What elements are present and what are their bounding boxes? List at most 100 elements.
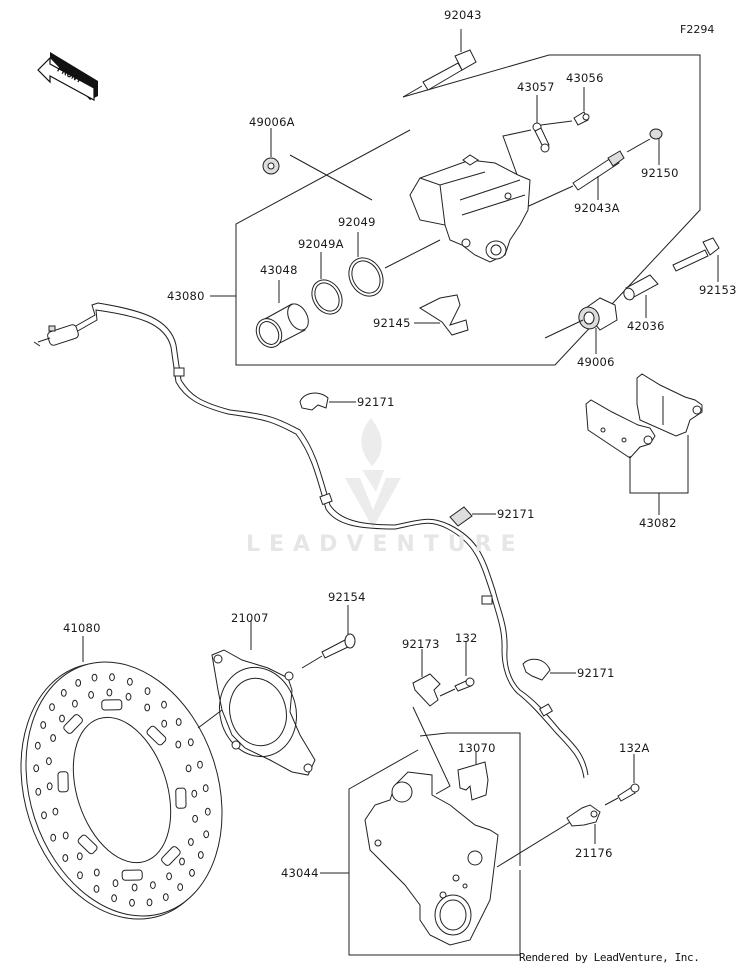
part-label-43056[interactable]: 43056 [566,71,604,85]
disc-hole [112,879,119,888]
part-label-21007[interactable]: 21007 [231,611,269,625]
disc-hole [93,885,100,893]
disc-hole [203,830,210,839]
disc-hole [46,782,53,791]
clip-92171-middle [449,506,496,527]
watermark-text: LEADVENTURE [246,532,525,557]
part-label-132A[interactable]: 132A [619,741,650,755]
disc-hole [197,760,203,769]
part-label-132[interactable]: 132 [455,631,478,645]
disc-hole [187,738,194,747]
disc-hole [189,869,195,877]
bleeder-link-43057 [502,95,573,198]
disc-hole [188,838,194,846]
caliper-body [409,154,531,263]
part-label-92049[interactable]: 92049 [338,215,376,229]
part-label-49006[interactable]: 49006 [577,355,615,369]
disc-hole [60,689,67,697]
disc-hole [77,871,83,880]
disc-hole [161,719,168,728]
disc-slot [175,787,187,809]
disc-hole [162,893,169,901]
disc-hole [175,718,182,726]
part-label-21176[interactable]: 21176 [575,846,613,860]
boot-49006A [262,128,280,175]
disc-hole [129,898,135,907]
disc-hole [111,894,117,903]
disc-hole [75,679,82,687]
pin-bolt-92043 [402,29,477,98]
caliper-bracket-outline [320,732,521,956]
disc-hole [46,757,52,766]
dust-seal-92049A [311,252,343,315]
disc-hole [144,703,151,712]
part-label-43080[interactable]: 43080 [167,289,205,303]
sensor-connector [33,324,79,347]
disc-slot [101,699,123,711]
part-label-41080[interactable]: 41080 [63,621,101,635]
disc-slot [146,725,167,746]
bolt-132 [439,641,475,697]
disc-slot [161,846,181,866]
part-label-92150[interactable]: 92150 [641,166,679,180]
disc-slot [77,834,98,855]
boot-49006 [544,297,618,354]
pad-spring-13070 [457,752,489,801]
disc-hole [40,721,47,729]
clamp-92173 [412,649,451,795]
part-label-13070[interactable]: 13070 [458,741,496,755]
caliper-bracket-43044 [364,771,581,946]
part-label-92171-upper[interactable]: 92171 [357,395,395,409]
part-label-92154[interactable]: 92154 [328,590,366,604]
disc-hole [161,700,167,709]
disc-hole [144,687,151,695]
part-label-92043A[interactable]: 92043A [574,201,620,215]
part-label-43044[interactable]: 43044 [281,866,319,880]
part-label-92043[interactable]: 92043 [444,8,482,22]
disc-hole [59,714,65,723]
disc-hole [52,807,59,816]
brake-disc-41080 [20,636,263,920]
disc-hole [76,852,83,861]
part-label-92145[interactable]: 92145 [373,316,411,330]
part-label-92171-middle[interactable]: 92171 [497,507,535,521]
disc-hole [49,703,55,711]
part-label-43048[interactable]: 43048 [260,263,298,277]
piston-43048 [255,280,309,348]
disc-hole [72,699,78,708]
pad-spring-92145 [414,294,469,336]
part-label-92049A[interactable]: 92049A [298,237,344,251]
disc-hole [109,673,115,682]
part-label-92153[interactable]: 92153 [699,283,737,297]
disc-hole [62,831,69,840]
disc-hole [88,691,94,699]
disc-hole [35,787,42,796]
disc-hole [93,868,100,877]
disc-hole [106,688,113,697]
bolt-92153 [672,237,720,282]
pin-92043A [519,150,625,211]
part-label-92173[interactable]: 92173 [402,637,440,651]
disc-hole [50,734,56,742]
part-label-49006A[interactable]: 49006A [249,115,295,129]
disc-slot [57,771,69,793]
part-label-43082[interactable]: 43082 [639,516,677,530]
disc-hole [197,851,204,859]
part-label-43057[interactable]: 43057 [517,80,555,94]
part-label-92171-lower[interactable]: 92171 [577,666,615,680]
disc-hole [202,784,209,793]
disc-hole [179,857,185,866]
disc-hole [34,741,41,750]
disc-hole [204,807,211,816]
disc-slot [121,869,143,881]
disc-hole [62,854,69,862]
clip-92171-upper [299,392,356,411]
part-label-42036[interactable]: 42036 [627,319,665,333]
cap-92150 [626,128,663,165]
brake-pads-43082 [585,373,703,515]
disc-hole [191,789,198,798]
front-direction-indicator: FRONT [37,52,98,102]
disc-hole [50,833,57,842]
disc-hole [146,898,153,907]
